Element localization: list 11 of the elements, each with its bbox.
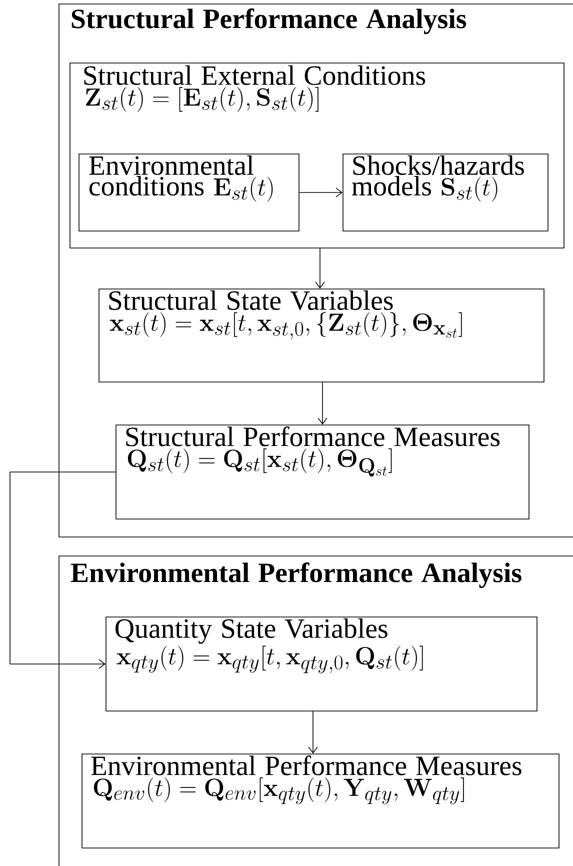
process-box: Environmental conditions $\mathbf{E}_{st}(t)$ [78,154,300,232]
arrow [10,472,116,669]
process-box: Structural Performance Measures $\mathbf{Q}_{st}(t)=\mathbf{Q}_{st}[\mathbf{x}_{st}(t),\mathbf{\Theta}_{\mathbf{Q}_{st}}]$ [116,424,530,520]
process-box: Quantity State Variables $\mathbf{x}_{qty}(t)=\mathbf{x}_{qty}[t,\mathbf{x}_{qty,0},\mathbf{Q}_{st}(t)]$ [106,616,538,712]
process-box: Structural State Variables $\mathbf{x}_{st}(t)=\mathbf{x}_{st}[t,\mathbf{x}_{st,0},\{\mathbf{Z}_{st}(t)\},\mathbf{\Theta}_{\mathbf{x}_{st}}]$ [98,288,544,382]
arrow [315,248,325,289]
arrow [318,382,328,425]
arrow [308,711,318,754]
arrow [299,188,343,198]
process-box: Shocks/hazards models $\mathbf{S}_{st}(t)$ [342,154,548,232]
process-box: Environmental Performance Measures $\mathbf{Q}_{env}(t)=\mathbf{Q}_{env}[\mathbf{x}_{qty}(t),\mathbf{Y}_{qty},\mathbf{W}_{qty}]$ [82,754,560,848]
